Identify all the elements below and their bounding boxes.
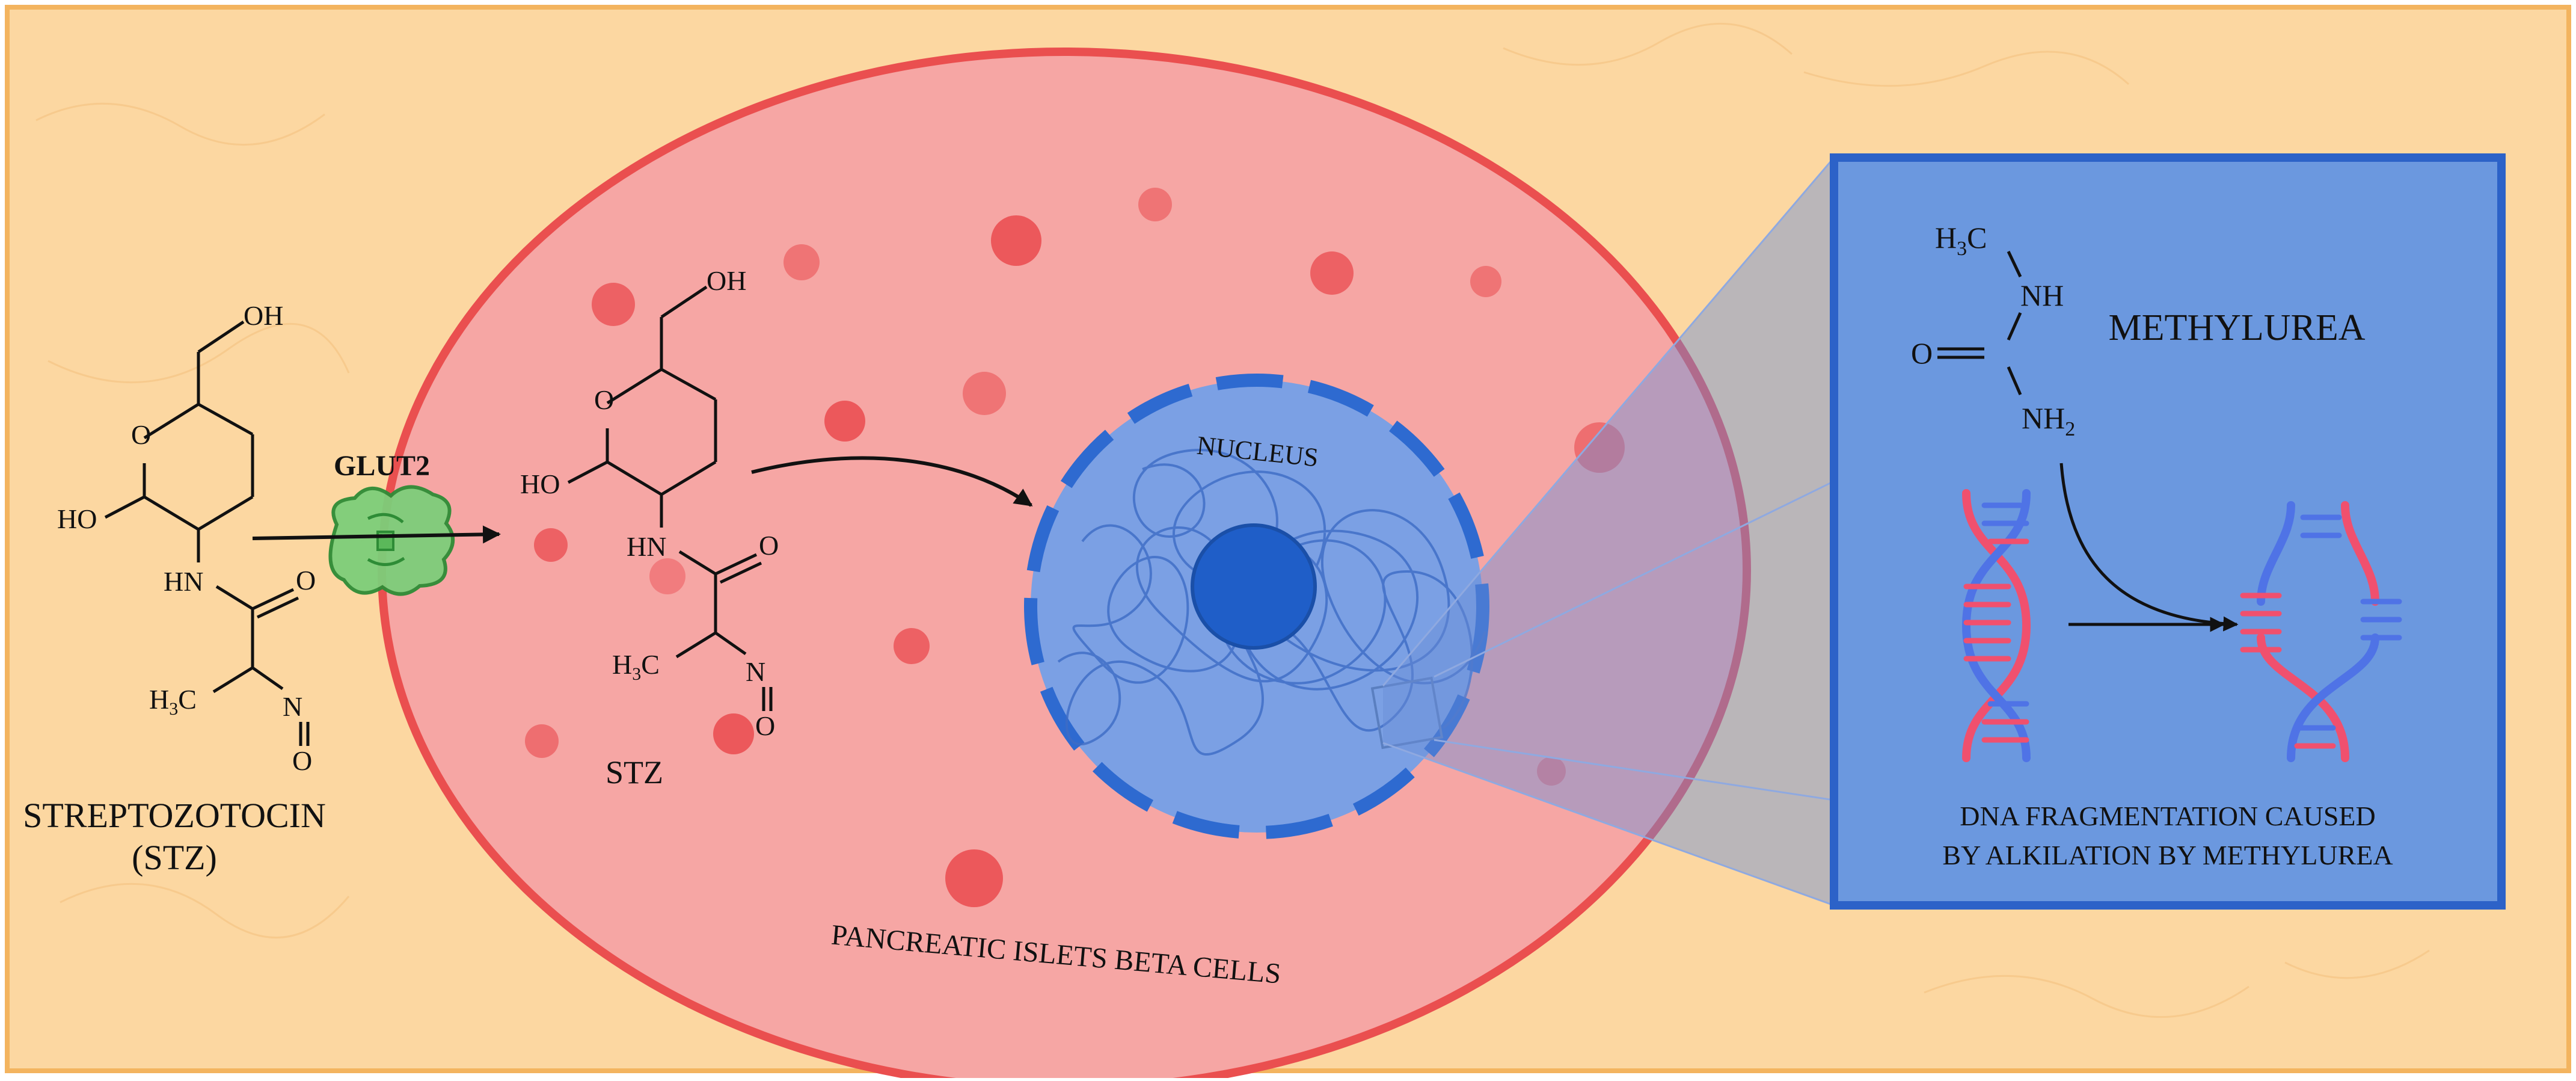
dna-caption-line2: BY ALKILATION BY METHYLUREA [1942,840,2393,870]
secretory-vesicles [525,188,1625,907]
stz-structure-right: OH O HO HN O H3C N O [520,265,779,741]
atom-ho: HO [57,504,97,534]
atom-o-amide-2: O [759,530,779,561]
stz-structure-left [104,320,310,746]
nucleolus [1191,523,1317,650]
atom-o-nitroso: O [292,745,312,776]
dna-fragmented [2240,501,2402,762]
methylurea-label: METHYLUREA [2108,307,2365,348]
atom-nh2-mu: NH2 [2022,401,2075,440]
glut2-transporter [328,485,455,596]
methylurea-structure [1937,250,2022,395]
stz-atoms-left: OH O HO HN O H3C N O [57,300,316,776]
glut2-label: GLUT2 [334,450,430,482]
atom-o-amide: O [296,565,316,596]
atom-h3c-2: H3C [612,649,660,684]
atom-oh: OH [244,300,283,331]
atom-hn: HN [164,566,203,597]
dna-intact [1961,489,2031,762]
alkylation-arrow [2059,463,2239,632]
zoom-projection-lines [1382,157,1835,907]
atom-hn-2: HN [627,531,666,562]
zoom-panel [1830,153,2506,910]
zoom-region-marker [1370,676,1444,750]
atom-h3c: H3C [149,684,197,719]
stz-name-line1: STREPTOZOTOCIN [23,796,326,835]
methylurea-atoms: H3C NH O NH2 [1911,221,2075,440]
zoom-projection [1383,158,1834,905]
atom-o: O [131,419,151,450]
atom-ho-2: HO [520,469,560,499]
atom-h3c-mu: H3C [1935,221,1987,260]
atom-oh-2: OH [707,265,746,296]
atom-nh-mu: NH [2020,279,2064,312]
atom-o-2: O [594,384,614,415]
stz-name-line2: (STZ) [132,838,217,877]
atom-o-nitroso-2: O [755,710,775,741]
dna-caption-line1: DNA FRAGMENTATION CAUSED [1960,801,2375,831]
uptake-arrow [252,525,501,544]
transport-arrow [751,456,1033,507]
stz-short-label: STZ [606,754,663,790]
atom-n: N [283,691,302,722]
atom-n-2: N [746,656,765,687]
atom-o-mu: O [1911,336,1933,370]
